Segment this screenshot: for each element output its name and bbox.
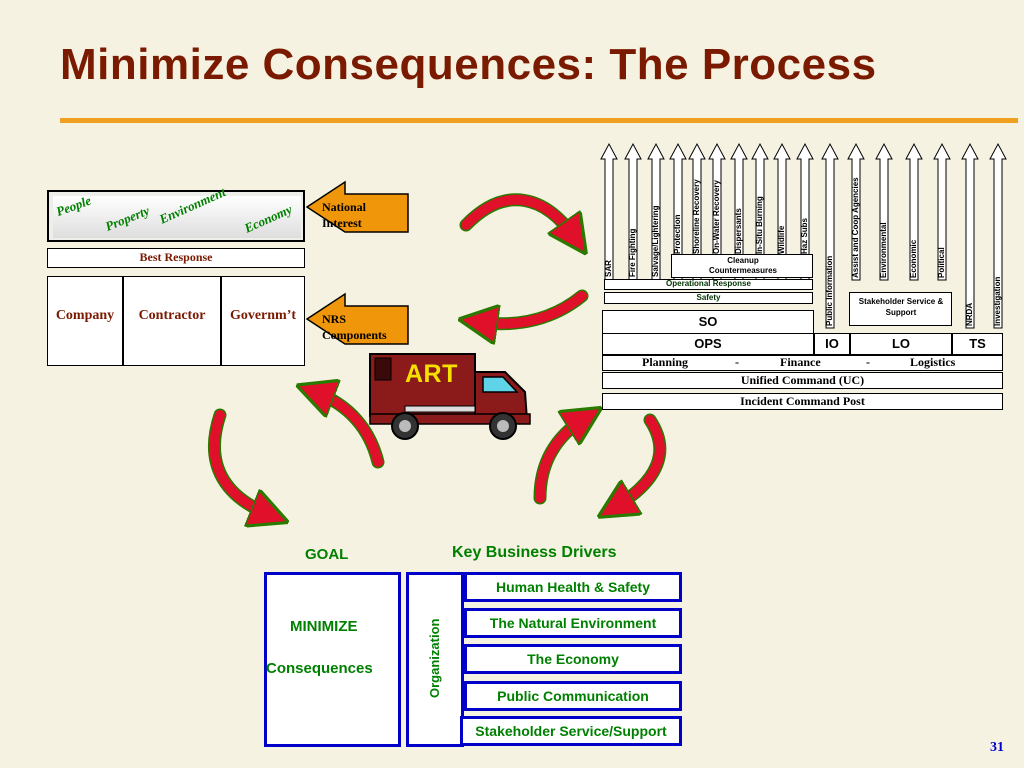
function-in-situ-burning: In-Situ Burning [755, 196, 764, 254]
nrs-components-label: NRS Components [322, 312, 387, 342]
function-on-water-recovery: On-Water Recovery [712, 180, 721, 254]
ts-box: TS [952, 333, 1003, 355]
function-protection: Protection [673, 214, 682, 254]
government-box [221, 276, 305, 366]
cleanup-countermeasures-box [671, 254, 813, 278]
incident-command-post-box: Incident Command Post [602, 393, 1003, 410]
organization-box [406, 572, 464, 747]
goal-minimize: MINIMIZE [290, 618, 358, 635]
company-box [47, 276, 123, 366]
function-wildlife: Wildlife [777, 225, 786, 254]
cleanup-countermeasures-label: Cleanup Countermeasures [708, 256, 778, 275]
drivers-header: Key Business Drivers [452, 544, 617, 561]
function-economic: Economic [909, 239, 918, 278]
national-interest-callout [305, 180, 409, 233]
function-dispersants: Dispersants [734, 208, 743, 254]
government-label: Governm’t [229, 308, 297, 323]
lo-box: LO [850, 333, 952, 355]
function-haz-subs: Haz Subs [800, 217, 809, 254]
company-label: Company [55, 308, 115, 323]
goal-consequences: Consequences [266, 660, 373, 677]
arrow-right-down [615, 415, 665, 507]
function-investigation: Investigation [993, 276, 1002, 326]
logistics-label: Logistics [910, 355, 956, 369]
priorities-box [47, 190, 305, 242]
planning-label: Planning [642, 355, 689, 369]
slide-title: Minimize Consequences: The Process [60, 40, 877, 89]
arrow-right-up [535, 418, 585, 503]
driver-economy: The Economy [464, 644, 682, 674]
goal-box [264, 572, 401, 747]
stakeholder-support-label: Stakeholder Service & Support [858, 297, 944, 317]
stakeholder-support-box [849, 292, 952, 326]
so-box: SO [602, 310, 814, 334]
arrow-left-down [209, 410, 270, 515]
arrow-left-up [315, 392, 383, 467]
arrow-mid-left [478, 291, 587, 324]
function-fire-fighting: Fire Fighting [628, 228, 637, 277]
driver-stakeholder-service: Stakeholder Service/Support [460, 716, 682, 746]
ops-box: OPS [602, 333, 814, 355]
driver-public-communication: Public Communication [464, 681, 682, 711]
driver-natural-environment: The Natural Environment [464, 608, 682, 638]
io-box: IO [814, 333, 850, 355]
national-interest-label: National Interest [322, 200, 367, 230]
function-nrda: NRDA [965, 302, 974, 326]
unified-command-box: Unified Command (UC) [602, 372, 1003, 389]
nrs-components-callout [305, 292, 409, 345]
goal-header: GOAL [305, 546, 349, 563]
arrow-top-right [461, 194, 575, 238]
organization-label: Organization [427, 618, 442, 698]
contractor-box [123, 276, 221, 366]
function-salvage: Salvage/Lightering [651, 205, 660, 277]
contractor-label: Contractor [138, 308, 206, 323]
function-assist-coop: Assist and Coop Agencies [851, 177, 860, 278]
art-truck-icon [369, 353, 531, 440]
page-number: 31 [990, 740, 1004, 755]
operational-response-box: Operational Response [604, 279, 813, 290]
function-public-information: Public Information [825, 255, 834, 326]
planning-finance-logistics-box [602, 355, 1003, 371]
function-political: Political [937, 247, 946, 278]
planning-separator: - [735, 355, 739, 369]
function-column-arrows [600, 142, 1007, 329]
function-environmental: Environmental [879, 222, 888, 278]
title-divider [60, 118, 1018, 123]
function-shoreline-recovery: Shoreline Recovery [692, 179, 701, 254]
function-sar: SAR [604, 260, 613, 277]
driver-human-health: Human Health & Safety [464, 572, 682, 602]
best-response-box: Best Response [47, 248, 305, 268]
finance-separator: - [866, 355, 870, 369]
finance-label: Finance [780, 355, 821, 369]
safety-box: Safety [604, 292, 813, 304]
truck-label: ART [405, 360, 458, 388]
